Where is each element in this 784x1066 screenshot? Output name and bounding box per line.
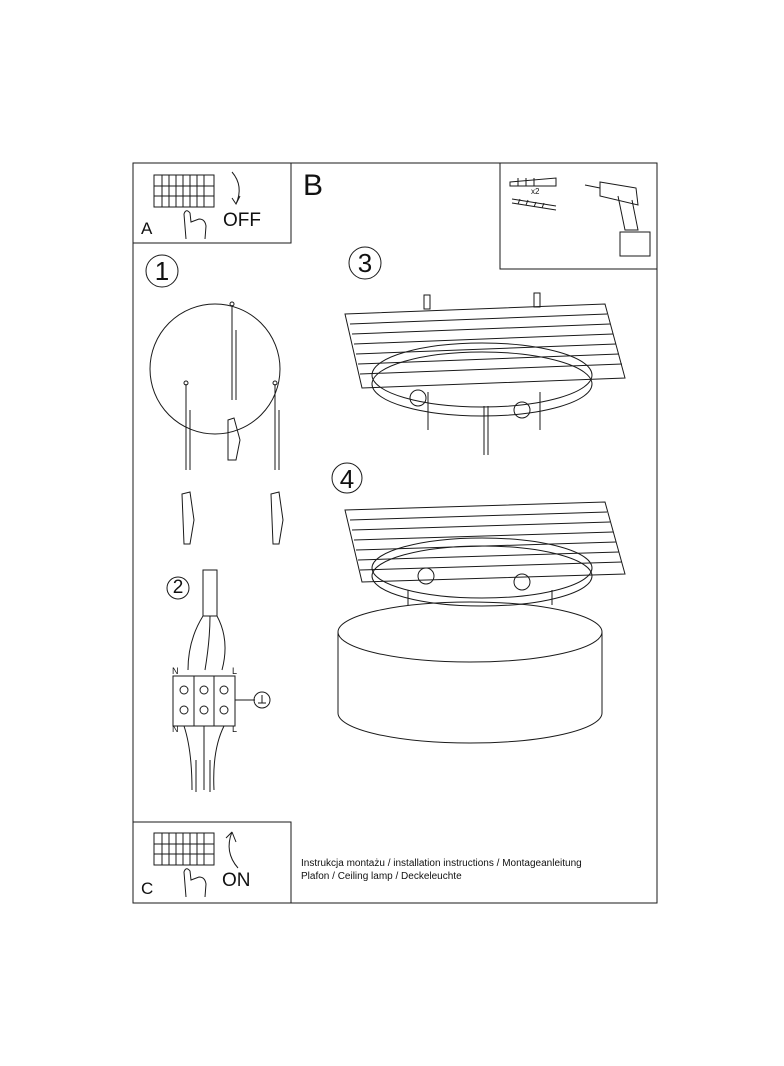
tools-quantity: x2 xyxy=(531,187,540,196)
step-4-number-circle xyxy=(331,462,363,494)
step-1-number-circle xyxy=(145,254,179,288)
step-3-number-circle xyxy=(348,246,382,280)
step-4-number: 4 xyxy=(339,464,355,494)
step-2-number-circle xyxy=(166,576,190,600)
panel-a-frame xyxy=(132,162,292,244)
breaker-box-on-icon xyxy=(153,832,215,898)
wire-label-n-top: N xyxy=(172,666,179,676)
down-arrow-icon xyxy=(231,171,241,206)
step-3-number: 3 xyxy=(357,248,373,278)
ground-symbol-icon xyxy=(253,691,271,709)
up-arrow-icon xyxy=(225,831,239,869)
on-label: ON xyxy=(222,870,251,891)
ceiling-mount-plate-4 xyxy=(344,501,626,607)
step-1-number: 1 xyxy=(154,256,170,286)
ceiling-mount-plate-3 xyxy=(344,292,626,455)
step-2-number: 2 xyxy=(172,577,184,598)
wiring-diagram xyxy=(172,569,271,792)
footer-line-1: Instrukcja montażu / installation instru… xyxy=(301,858,582,869)
off-label: OFF xyxy=(223,210,261,231)
lamp-shade xyxy=(337,601,603,744)
panel-a-letter: A xyxy=(141,219,153,238)
page-label: B xyxy=(303,169,324,202)
screw-icon xyxy=(511,198,557,211)
panel-c-letter: C xyxy=(141,879,154,898)
footer-line-2: Plafon / Ceiling lamp / Deckeleuchte xyxy=(301,871,462,882)
wall-plug-icon xyxy=(509,177,557,187)
anchor-plug-icon xyxy=(181,301,284,545)
wire-label-l-bottom: L xyxy=(232,724,238,734)
drill-icon xyxy=(584,181,651,257)
page-frame xyxy=(132,162,658,904)
breaker-box-off-icon xyxy=(153,174,215,240)
wire-label-n-bottom: N xyxy=(172,724,179,734)
wire-label-l-top: L xyxy=(232,666,238,676)
tools-panel-frame xyxy=(499,162,658,270)
ceiling-drill-circle xyxy=(149,303,281,435)
panel-c-frame xyxy=(132,821,292,904)
